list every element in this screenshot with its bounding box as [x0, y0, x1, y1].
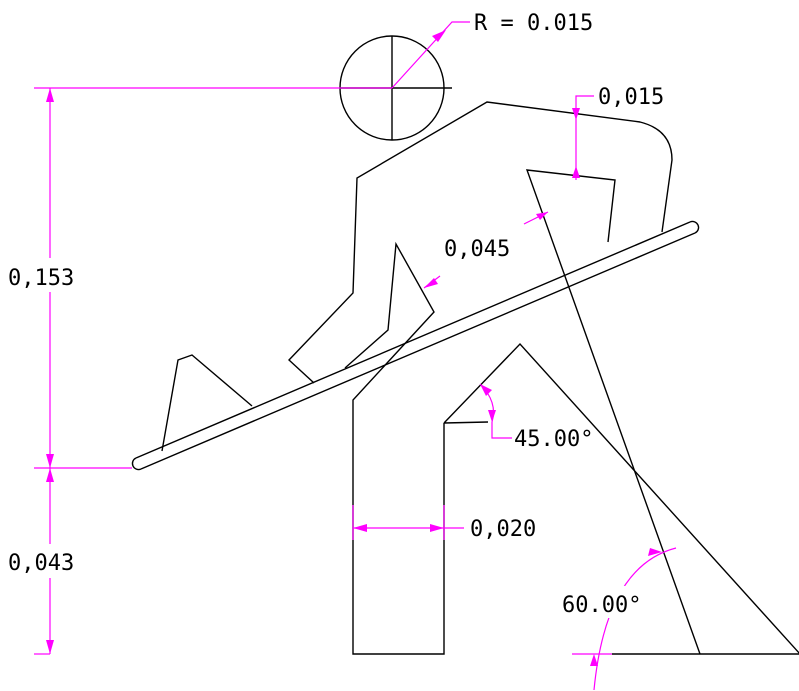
vertical-dimension-lower: 0,043: [4, 468, 100, 655]
height-lower-label: 0,043: [8, 551, 74, 576]
vertical-dimension-upper: 0,153: [4, 87, 392, 469]
foot-outline: [161, 354, 253, 452]
outer-angle-label: 60.00°: [562, 593, 641, 618]
height-upper-label: 0,153: [8, 266, 74, 291]
inner-angle-dimension: 45.00°: [479, 383, 593, 452]
outer-angle-dimension: 60.00°: [560, 547, 677, 691]
diagonal-rod: [131, 220, 700, 471]
post-apex-outline: [443, 342, 799, 654]
bar-offset-label: 0,045: [444, 237, 510, 262]
drawing-geometry: [131, 35, 799, 655]
bar-offset-dimension: 0,045: [423, 211, 549, 289]
inner-angle-label: 45.00°: [514, 427, 593, 452]
dimensions: R = 0.015 0,153 0,043 0,015: [4, 11, 677, 691]
top-gap-dimension: 0,015: [572, 85, 664, 180]
post-width-dimension: 0,020: [352, 505, 536, 542]
radius-label: R = 0.015: [474, 11, 593, 36]
top-gap-label: 0,015: [598, 85, 664, 110]
upper-body-outline: [288, 101, 673, 384]
arm-outline: [344, 241, 445, 655]
radius-dimension: R = 0.015: [391, 11, 593, 89]
post-width-label: 0,020: [470, 517, 536, 542]
notch-outline: [525, 169, 701, 655]
